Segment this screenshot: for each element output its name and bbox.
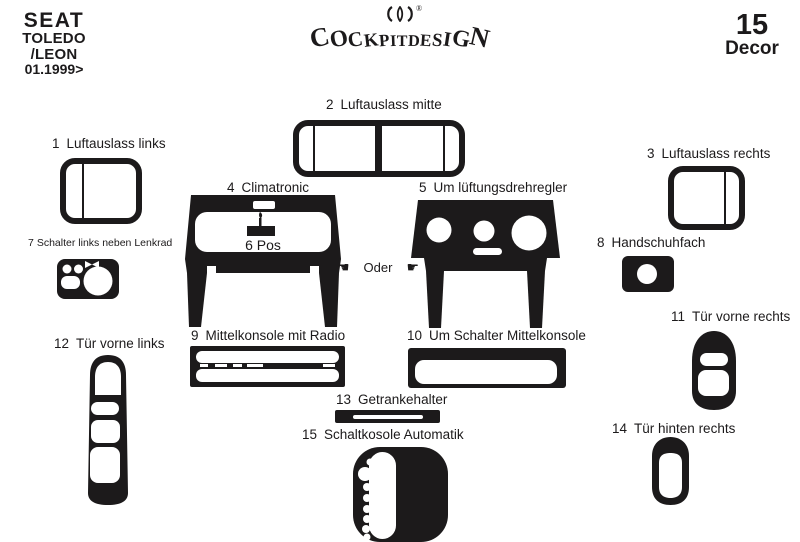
logo-wordmark: COCKPITDESIGN — [306, 20, 494, 54]
pointing-hand-left-icon: ☚ — [337, 259, 350, 276]
part-1-shape — [60, 158, 142, 224]
decor-count-block: 15 Decor — [706, 9, 798, 59]
brand-block: SEAT TOLEDO /LEON 01.1999> — [6, 9, 102, 77]
part-14-shape — [652, 437, 689, 505]
part-11-shape — [692, 331, 736, 410]
part-8-shape — [622, 256, 674, 292]
part-4-shape: 6 Pos — [185, 195, 341, 327]
part-3-shape — [668, 166, 745, 230]
decor-label: Decor — [725, 37, 779, 59]
brand-model: TOLEDO /LEON — [22, 30, 86, 63]
part-10-shape — [408, 348, 566, 388]
part-9-shape — [190, 346, 345, 387]
cockpitdesign-ornament-icon — [387, 6, 413, 22]
brand-make: SEAT — [23, 9, 85, 32]
brand-year: 01.1999> — [24, 61, 84, 77]
registered-mark: ® — [416, 4, 423, 13]
part-5-shape — [411, 200, 560, 328]
part-15-shape — [353, 447, 448, 542]
oder-label: Oder — [363, 260, 393, 275]
pointing-hand-right-icon: ☛ — [406, 259, 419, 276]
cockpitdesign-logo: ® COCKPITDESIGN — [292, 4, 508, 68]
decor-number: 15 — [735, 9, 769, 41]
part-4-sublabel: 6 Pos — [245, 237, 281, 253]
part-7-shape — [57, 259, 119, 299]
part-12-shape — [88, 355, 128, 505]
oder-connector: ☚ Oder ☛ — [337, 260, 419, 275]
part-2-shape — [293, 120, 465, 177]
part-13-shape — [335, 410, 440, 423]
climate-symbol-icon — [247, 212, 275, 236]
